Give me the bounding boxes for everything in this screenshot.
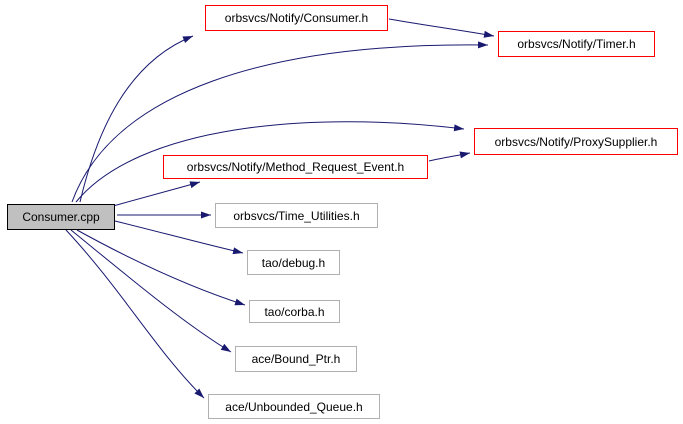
edge-consumer-cpp-to-unbounded-queue-h — [65, 229, 205, 399]
node-consumer-h[interactable]: orbsvcs/Notify/Consumer.h — [205, 5, 388, 31]
edge-consumer-cpp-to-consumer-h — [79, 35, 194, 203]
node-timer-h[interactable]: orbsvcs/Notify/Timer.h — [498, 31, 655, 57]
edge-consumer-cpp-to-corba-h — [76, 229, 246, 306]
node-bound-ptr-h[interactable]: ace/Bound_Ptr.h — [235, 346, 357, 372]
edge-consumer-cpp-to-bound-ptr-h — [70, 229, 232, 353]
edge-consumer-cpp-to-proxysupplier-h — [75, 121, 465, 203]
node-corba-h[interactable]: tao/corba.h — [249, 300, 340, 323]
node-consumer-cpp: Consumer.cpp — [7, 204, 115, 230]
node-method-request-event-h[interactable]: orbsvcs/Notify/Method_Request_Event.h — [163, 155, 428, 179]
node-time-utilities-h[interactable]: orbsvcs/Time_Utilities.h — [215, 203, 378, 228]
node-proxysupplier-h[interactable]: orbsvcs/Notify/ProxySupplier.h — [474, 128, 678, 155]
edge-method-request-event-h-to-proxysupplier-h — [428, 151, 471, 162]
edge-consumer-cpp-to-timer-h — [71, 41, 489, 203]
edge-consumer-cpp-to-debug-h — [114, 220, 244, 255]
node-debug-h[interactable]: tao/debug.h — [247, 250, 340, 275]
node-unbounded-queue-h[interactable]: ace/Unbounded_Queue.h — [208, 394, 380, 419]
edge-consumer-h-to-timer-h — [388, 18, 495, 38]
edge-consumer-cpp-to-method-request-event-h — [112, 181, 201, 207]
